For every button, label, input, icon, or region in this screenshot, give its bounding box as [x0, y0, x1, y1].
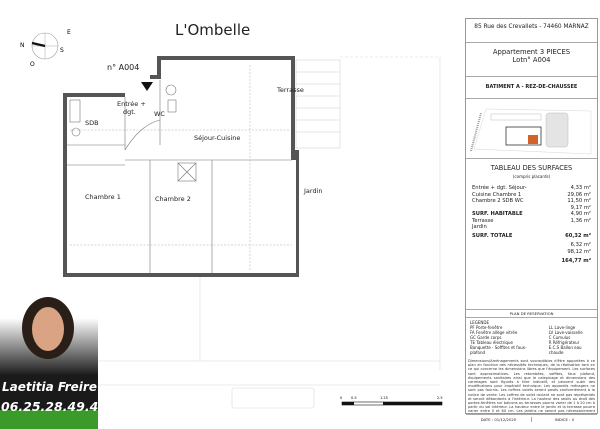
legend-code: GC [470, 335, 476, 340]
legend-code: LV [548, 330, 554, 335]
room-label-chambre1: Chambre 1 [85, 193, 121, 201]
legend-code: R [548, 340, 552, 345]
legend-code: PF [470, 325, 475, 330]
legend: LEGENDE PF Porte-fenêtre FA Fenêtre allè… [466, 318, 597, 358]
table-subtitle: (compris placards) [512, 174, 551, 179]
legend-text: Ballon eau chaude [548, 345, 582, 355]
legend-code: E.C.S [548, 345, 560, 350]
legend-text: Porte-fenêtre [476, 325, 503, 330]
apartment-type: Appartement 3 PIECES [492, 48, 571, 56]
page-title: L'Ombelle [175, 21, 251, 39]
surface-value: 98,12 m² [567, 248, 591, 255]
plan-title: PLAN DE RESERVATION [509, 311, 554, 316]
legend-code: TE [470, 340, 475, 345]
room-label-entree: Entrée + [117, 100, 146, 108]
room-label-sejour: Séjour-Cuisine [194, 134, 241, 142]
surface-totale-label: SURF. TOTALE [472, 232, 513, 239]
scale-tick: 1.25 [380, 396, 388, 400]
legend-title: LEGENDE [470, 320, 489, 325]
room-label-jardin: Jardin [304, 187, 323, 195]
legend-code: LL [548, 325, 554, 330]
scale-tick: 0.5 [351, 396, 357, 400]
compass-o: O [30, 61, 35, 68]
floor-plan: 0 0.5 1.25 2.5 [63, 56, 443, 409]
surface-value: 4,33 m² [570, 185, 591, 191]
surface-value: 60,32 m² [565, 232, 591, 239]
surface-value: 4,90 m² [570, 211, 591, 217]
compass-n: N [20, 42, 25, 49]
surface-value: 164,77 m² [561, 258, 591, 264]
legend-text: Garde corps [477, 335, 502, 340]
building-level: BATIMENT A - REZ-DE-CHAUSSEE [485, 84, 578, 90]
legend-text: Réfrigérateur [552, 340, 580, 345]
surface-value: 1,36 m² [570, 217, 591, 224]
compass-s: S [60, 47, 64, 54]
legend-code: FA [470, 330, 475, 335]
surface-label: Terrasse [472, 217, 494, 224]
surface-value: 6,32 m² [570, 242, 591, 248]
agent-name: Laetitia Freire [2, 380, 97, 394]
agent-photo [0, 295, 98, 410]
disclaimer: Dimensions/Aménagements sont susceptible… [466, 359, 597, 415]
scale-tick: 0 [340, 396, 342, 400]
scale-tick: 2.5 [437, 396, 443, 400]
info-panel: 85 Rue des Crevallets - 74460 MARNAZ App… [465, 18, 598, 422]
legend-text: Fenêtre allège vitrée [475, 330, 518, 335]
agent-phone[interactable]: 06.25.28.49.42 [1, 399, 107, 414]
surface-value: 9,17 m² [570, 204, 591, 211]
legend-text: Lave-vaisselle [554, 330, 583, 335]
scale-bar: 0 0.5 1.25 2.5 [340, 396, 443, 406]
compass-icon: N E S O [20, 29, 71, 68]
compass-e: E [67, 29, 71, 36]
legend-text: Lave-linge [554, 325, 576, 330]
lot-id: Lotn° A004 [512, 56, 551, 64]
address: 85 Rue des Crevallets - 74460 MARNAZ [474, 24, 589, 30]
entrance-arrow-icon [141, 82, 153, 91]
legend-code: C [548, 335, 552, 340]
surface-habitable-label: SURF. HABITABLE [472, 211, 523, 217]
room-label-dgt: dgt. [123, 108, 136, 116]
site-plan [466, 99, 597, 159]
agent-bar [0, 410, 98, 429]
room-label-terrasse: Terrasse [277, 86, 304, 94]
surface-value: 29,06 m² [567, 191, 591, 198]
legend-text: Tableau électrique [476, 340, 513, 345]
surface-label: Entrée + dgt. Séjour- [472, 185, 527, 191]
lot-number: n° A004 [107, 63, 140, 72]
surface-label: Cuisine Chambre 1 [472, 191, 522, 198]
date: DATE : 01/12/2025 [466, 416, 532, 422]
legend-text: Banquette [470, 345, 491, 350]
room-label-sdb: SDB [85, 119, 99, 127]
room-label-chambre2: Chambre 2 [155, 195, 191, 203]
surface-label: Chambre 2 SDB WC [472, 198, 524, 204]
index: INDICE : 0 [554, 416, 575, 422]
surface-label: Jardin [472, 224, 487, 230]
table-title: TABLEAU DES SURFACES [490, 164, 573, 172]
legend-text: Soffites et faux-plafond [470, 345, 527, 355]
legend-text: Cumulus [552, 335, 571, 340]
surface-value: 11,50 m² [567, 198, 591, 204]
room-label-wc: WC [154, 110, 165, 118]
